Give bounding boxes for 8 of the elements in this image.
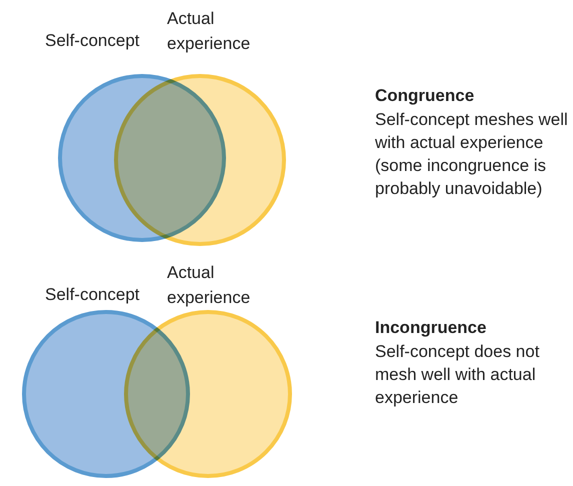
heading: Incongruence — [375, 317, 488, 339]
circle-label: Actual experience — [167, 262, 252, 309]
circle-label: Actual experience — [167, 8, 252, 55]
description: Self-concept meshes well with actual experience (some incongruence is probably unavoidable) — [375, 109, 569, 200]
description: Self-concept does not mesh well with actual experience — [375, 341, 540, 409]
heading: Congruence — [375, 85, 476, 107]
circle-label: Self-concept — [45, 30, 140, 52]
circle-label: Self-concept — [45, 284, 140, 306]
